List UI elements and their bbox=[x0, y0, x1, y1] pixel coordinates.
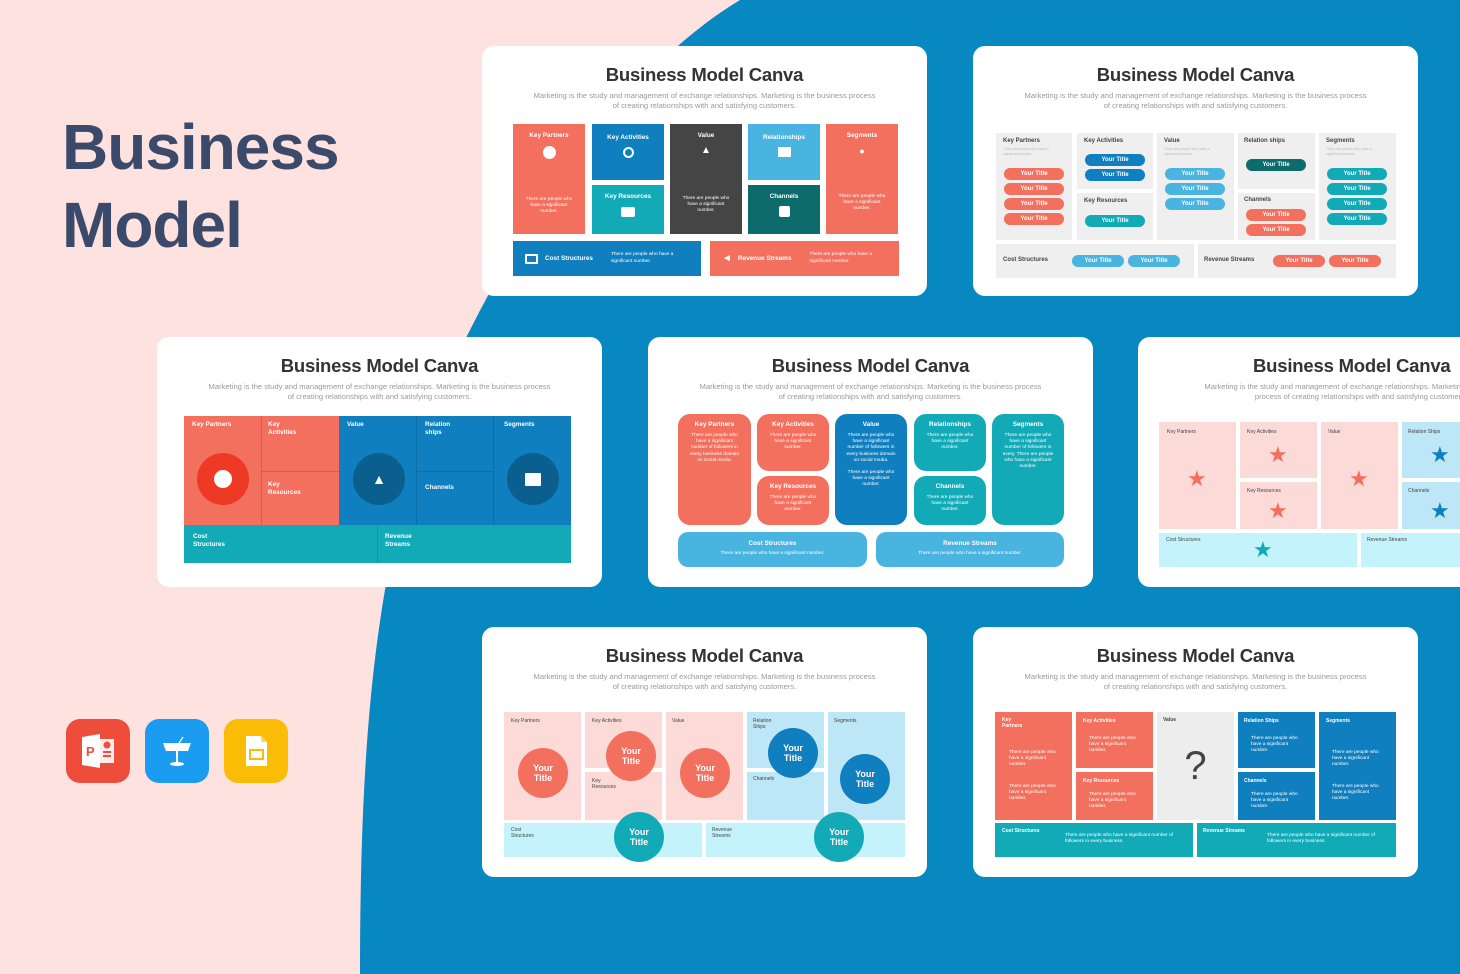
key-activities-block: Key Activities There are people who have… bbox=[1076, 712, 1153, 768]
value-block: Value ▲ bbox=[339, 416, 417, 525]
segments-block: Segments There are people who have a sig… bbox=[992, 414, 1064, 525]
value-block: Value There are people who have a signif… bbox=[835, 414, 907, 525]
slide-4-preview[interactable]: Business Model Canva Marketing is the st… bbox=[648, 337, 1093, 587]
revenue-streams-block: Revenue Streams bbox=[1361, 533, 1460, 567]
folder-upload-icon bbox=[507, 453, 559, 505]
segments-block: Segments ● There are people who have a s… bbox=[826, 124, 898, 234]
channels-block: Channels bbox=[747, 772, 824, 820]
relationships-block: Relation ships Your Title bbox=[1238, 133, 1315, 189]
channels-block: Channels Your Title Your Title bbox=[1238, 193, 1315, 240]
box-icon bbox=[778, 206, 790, 217]
key-partners-block: Key Partners There are people who have a… bbox=[996, 133, 1072, 240]
title-circle: Your Title bbox=[518, 748, 568, 798]
revenue-streams-block: Revenue Streams There are people who hav… bbox=[876, 532, 1064, 567]
money-icon bbox=[197, 453, 249, 505]
target-icon bbox=[622, 147, 634, 158]
title-circle: Your Title bbox=[680, 748, 730, 798]
key-partners-block: Key Partners There are people who have a… bbox=[678, 414, 751, 525]
svg-text:P: P bbox=[86, 744, 95, 759]
key-resources-block: Key Resources ★ bbox=[1240, 482, 1317, 529]
money-icon bbox=[542, 146, 556, 159]
revenue-streams-block: Revenue Streams There are people who hav… bbox=[1197, 823, 1396, 857]
star-icon: ★ bbox=[1187, 466, 1207, 491]
key-resources-block: Key Resources bbox=[262, 472, 339, 525]
key-activities-block: Key Activities bbox=[262, 416, 339, 472]
key-resources-block: Key Resources There are people who have … bbox=[757, 476, 829, 525]
person-icon: ● bbox=[859, 146, 865, 156]
channels-block: Channels There are people who have a sig… bbox=[914, 476, 986, 525]
value-block: Value There are people who have a signif… bbox=[1157, 133, 1234, 240]
hero-title: Business Model bbox=[62, 111, 340, 261]
relationships-block: Relation Ships ★ bbox=[1402, 422, 1460, 478]
key-partners-block: Key Partners ★ bbox=[1159, 422, 1236, 529]
key-resources-block: Key Resources Your Title bbox=[1077, 193, 1153, 240]
google-slides-icon bbox=[224, 719, 288, 783]
powerpoint-icon: P bbox=[66, 719, 130, 783]
relationships-block: Relationships There are people who have … bbox=[914, 414, 986, 471]
slide-2-preview[interactable]: Business Model Canva Marketing is the st… bbox=[973, 46, 1418, 296]
relationships-block: Relation Ships There are people who have… bbox=[1238, 712, 1315, 768]
star-icon: ★ bbox=[1430, 442, 1450, 467]
title-circle: Your Title bbox=[814, 812, 864, 862]
channels-block: Channels There are people who have a sig… bbox=[1238, 772, 1315, 820]
briefcase-icon bbox=[621, 207, 635, 217]
title-circle: Your Title bbox=[840, 754, 890, 804]
channels-block: Channels bbox=[748, 185, 820, 234]
key-partners-block: Key Partners bbox=[184, 416, 262, 525]
segments-block: Segments There are people who have a sig… bbox=[1319, 133, 1396, 240]
title-circle: Your Title bbox=[614, 812, 664, 862]
segments-block: Segments There are people who have a sig… bbox=[1319, 712, 1396, 820]
key-resources-block: Key Resources There are people who have … bbox=[1076, 772, 1153, 820]
slide-1-preview[interactable]: Business Model Canva Marketing is the st… bbox=[482, 46, 927, 296]
megaphone-icon: ◄ bbox=[722, 253, 732, 264]
key-resources-block: Key Resources bbox=[592, 185, 664, 234]
star-icon: ★ bbox=[1349, 466, 1369, 491]
revenue-streams-block: Revenue Streams bbox=[706, 823, 905, 857]
cost-structures-block: Cost Structures There are people who hav… bbox=[513, 241, 701, 276]
revenue-streams-block: ◄ Revenue Streams There are people who h… bbox=[710, 241, 899, 276]
question-mark-icon: ? bbox=[1184, 744, 1207, 788]
cost-structures-block: Cost Structures ★ bbox=[1159, 533, 1357, 567]
slide-3-preview[interactable]: Business Model Canva Marketing is the st… bbox=[157, 337, 602, 587]
key-activities-block: Key Activities There are people who have… bbox=[757, 414, 829, 471]
channels-block: Channels ★ bbox=[1402, 482, 1460, 529]
team-icon: ▲ bbox=[701, 145, 711, 156]
keynote-icon bbox=[145, 719, 209, 783]
slide-6-preview[interactable]: Business Model Canva Marketing is the st… bbox=[482, 627, 927, 877]
cost-structures-block: Cost Structures There are people who hav… bbox=[678, 532, 867, 567]
title-circle: Your Title bbox=[768, 728, 818, 778]
cost-structures-block: Cost Structures bbox=[184, 525, 378, 563]
star-icon: ★ bbox=[1430, 498, 1450, 523]
slide-5-preview[interactable]: Business Model Canva Marketing is the st… bbox=[1138, 337, 1460, 587]
team-icon: ▲ bbox=[353, 453, 405, 505]
key-partners-block: Key Partners There are people who have a… bbox=[513, 124, 585, 234]
channels-block: Channels bbox=[417, 472, 494, 525]
key-activities-block: Key Activities bbox=[592, 124, 664, 180]
value-block: Value ▲ There are people who have a sign… bbox=[670, 124, 742, 234]
cost-structures-block: Cost Structures Your Title Your Title bbox=[996, 244, 1194, 278]
app-icons: P bbox=[66, 719, 288, 783]
monitor-icon bbox=[525, 253, 538, 264]
relationships-block: Relation ships bbox=[417, 416, 494, 472]
title-circle: Your Title bbox=[606, 731, 656, 781]
revenue-streams-block: Revenue Streams bbox=[378, 525, 571, 563]
key-partners-block: Key Partners There are people who have a… bbox=[995, 712, 1072, 820]
star-icon: ★ bbox=[1253, 537, 1273, 562]
star-icon: ★ bbox=[1268, 498, 1288, 523]
segments-block: Segments bbox=[494, 416, 571, 525]
cost-structures-block: Cost Structures bbox=[504, 823, 702, 857]
slide-7-preview[interactable]: Business Model Canva Marketing is the st… bbox=[973, 627, 1418, 877]
key-activities-block: Key Activities Your Title Your Title bbox=[1077, 133, 1153, 189]
relationships-block: Relationships bbox=[748, 124, 820, 180]
key-activities-block: Key Activities ★ bbox=[1240, 422, 1317, 478]
cost-structures-block: Cost Structures There are people who hav… bbox=[995, 823, 1193, 857]
value-block: Value ★ bbox=[1321, 422, 1398, 529]
revenue-streams-block: Revenue Streams Your Title Your Title bbox=[1198, 244, 1396, 278]
value-block: Value ? bbox=[1157, 712, 1234, 820]
star-icon: ★ bbox=[1268, 442, 1288, 467]
folder-icon bbox=[777, 147, 791, 157]
